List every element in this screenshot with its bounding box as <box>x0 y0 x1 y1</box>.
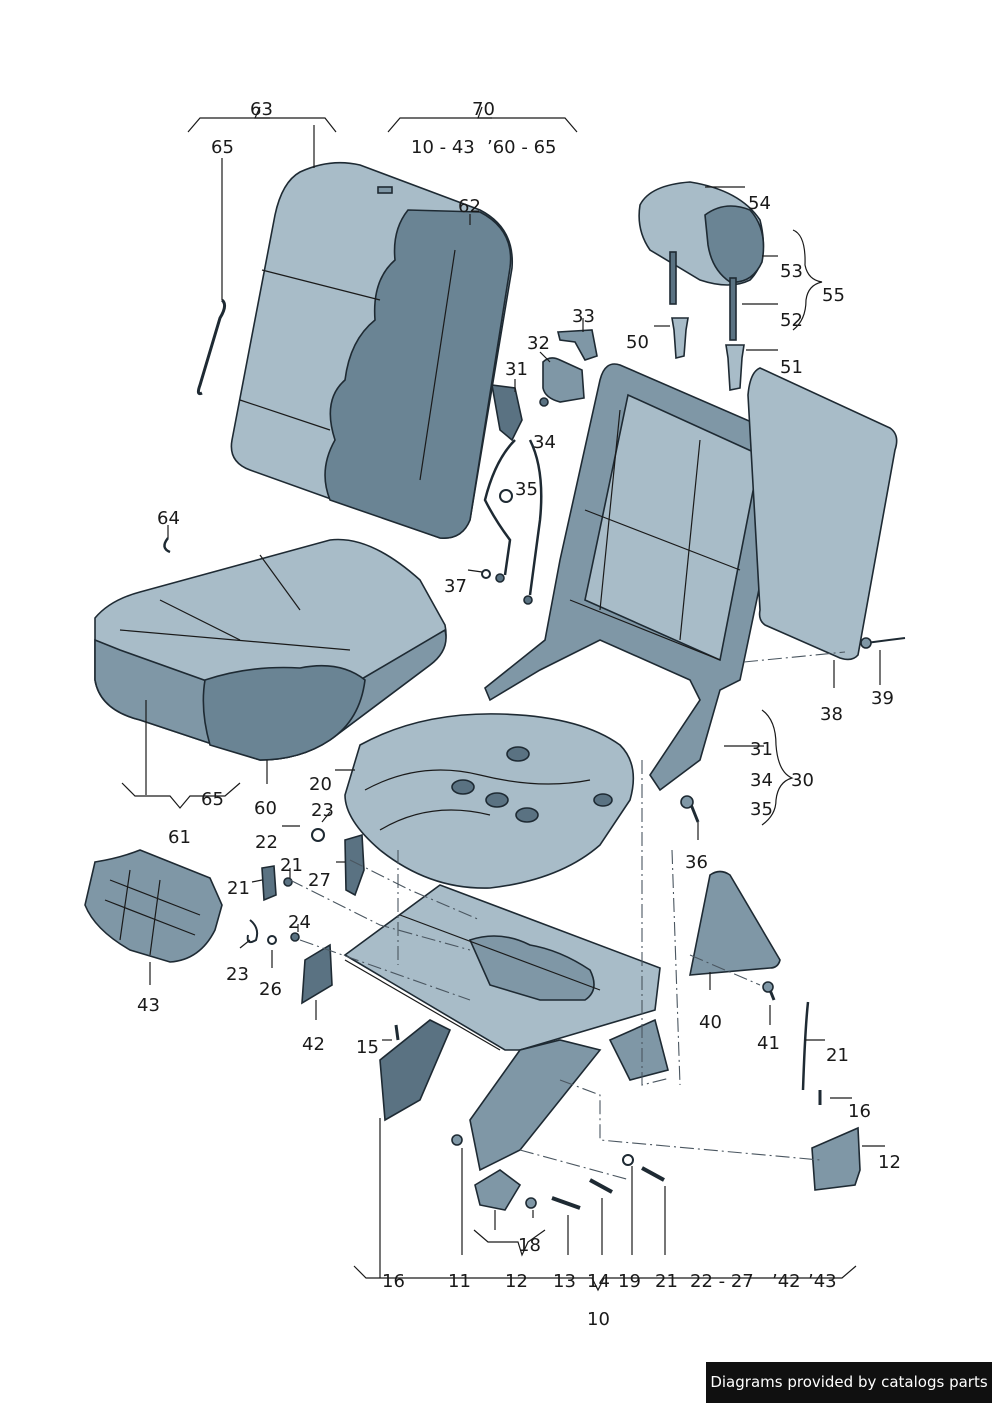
callout-53: 53 <box>780 261 803 282</box>
bottom-callout-22-27: 22 - 27 <box>690 1271 754 1292</box>
headrest <box>638 181 765 341</box>
callout-27: 27 <box>308 870 331 891</box>
rod-65 <box>196 298 227 396</box>
callout-43: 43 <box>137 995 160 1016</box>
callout-37: 37 <box>444 576 467 597</box>
backrest-cushion <box>230 161 513 539</box>
callout-31-top: 31 <box>505 359 528 380</box>
leader-lines <box>121 106 885 1292</box>
callout-61: 61 <box>168 827 191 848</box>
bottom-callout-42: ’42 <box>772 1271 801 1292</box>
headrest-guides <box>671 317 745 391</box>
callout-54: 54 <box>748 193 771 214</box>
plate-12 <box>811 1126 861 1191</box>
fasteners <box>163 537 906 1210</box>
bottom-callout-11: 11 <box>448 1271 471 1292</box>
callout-51: 51 <box>780 357 803 378</box>
callout-40: 40 <box>699 1012 722 1033</box>
bottom-callout-19: 19 <box>618 1271 641 1292</box>
callout-32: 32 <box>527 333 550 354</box>
catalog-credit-badge: Diagrams provided by catalogs parts <box>706 1362 992 1403</box>
callout-26: 26 <box>259 979 282 1000</box>
callout-65-top: 65 <box>211 137 234 158</box>
seat-frame <box>343 884 669 1172</box>
callout-62: 62 <box>458 196 481 217</box>
bracket-42 <box>301 943 333 1005</box>
callout-41: 41 <box>757 1033 780 1054</box>
callout-42: 42 <box>302 1034 325 1055</box>
callout-64: 64 <box>157 508 180 529</box>
callout-34-top: 34 <box>533 432 556 453</box>
bottom-callout-12: 12 <box>505 1271 528 1292</box>
bottom-callout-16: 16 <box>382 1271 405 1292</box>
trim-40 <box>689 870 781 976</box>
callout-34-right: 34 <box>750 770 773 791</box>
callout-21-b: 21 <box>227 878 250 899</box>
bottom-callout-14: 14 <box>587 1271 610 1292</box>
callout-38: 38 <box>820 704 843 725</box>
lever-21 <box>261 865 277 902</box>
seat-pan <box>344 713 635 889</box>
callout-50: 50 <box>626 332 649 353</box>
callout-39: 39 <box>871 688 894 709</box>
callout-31-right: 31 <box>750 739 773 760</box>
callout-labels: 63 70 65 10 - 43 ’60 - 65 62 54 53 55 52… <box>137 99 901 1330</box>
bottom-callout-21: 21 <box>655 1271 678 1292</box>
callout-60: 60 <box>254 798 277 819</box>
callout-22: 22 <box>255 832 278 853</box>
callout-21-c: 21 <box>826 1045 849 1066</box>
release-assembly <box>483 329 598 596</box>
callout-30: 30 <box>791 770 814 791</box>
bottom-callout-43: ’43 <box>808 1271 837 1292</box>
callout-52: 52 <box>780 310 803 331</box>
seat-cushion <box>94 538 447 761</box>
bracket-18 <box>474 1169 522 1211</box>
callout-35-top: 35 <box>515 479 538 500</box>
rear-panel <box>747 367 898 661</box>
callout-23-top: 23 <box>311 800 334 821</box>
callout-15: 15 <box>356 1037 379 1058</box>
callout-55: 55 <box>822 285 845 306</box>
callout-20: 20 <box>309 774 332 795</box>
callout-12: 12 <box>878 1152 901 1173</box>
callout-10: 10 <box>587 1309 610 1330</box>
assembly-lines <box>289 651 846 1181</box>
callout-24: 24 <box>288 912 311 933</box>
callout-21-a: 21 <box>280 855 303 876</box>
callout-23-bottom: 23 <box>226 964 249 985</box>
callout-group-70-a: 10 - 43 <box>411 137 475 158</box>
callout-70: 70 <box>472 99 495 120</box>
callout-18: 18 <box>518 1235 541 1256</box>
callout-35-right: 35 <box>750 799 773 820</box>
side-cover-43 <box>84 849 223 963</box>
clip-27 <box>344 833 365 897</box>
callout-group-70-b: ’60 - 65 <box>487 137 556 158</box>
callout-36: 36 <box>685 852 708 873</box>
callout-33: 33 <box>572 306 595 327</box>
bottom-callout-13: 13 <box>553 1271 576 1292</box>
callout-16: 16 <box>848 1101 871 1122</box>
callout-63: 63 <box>250 99 273 120</box>
backrest-frame <box>484 363 787 792</box>
callout-65-bottom: 65 <box>201 789 224 810</box>
